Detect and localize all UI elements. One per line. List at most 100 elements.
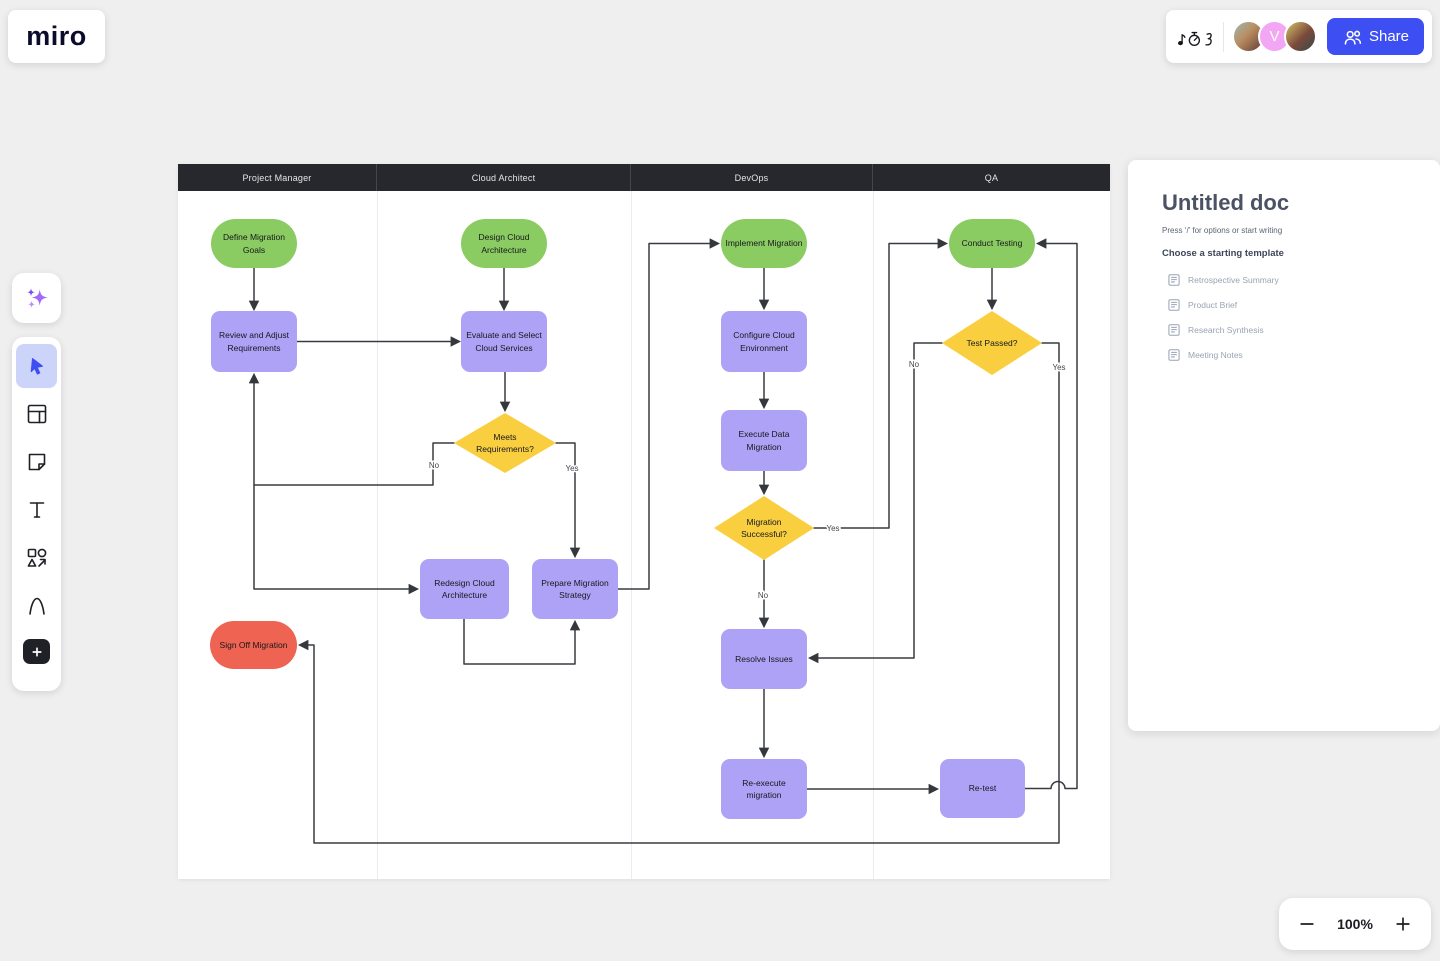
flow-node-configure-environment[interactable]: Configure Cloud Environment [721,311,807,372]
flow-node-design-architecture[interactable]: Design Cloud Architecture [461,219,547,268]
edge-retest-to-conduct[interactable] [1024,238,1078,790]
doc-panel: Untitled doc Press ‘/’ for options or st… [1128,160,1440,731]
flowchart-board: Project Manager Cloud Architect DevOps Q… [178,164,1110,879]
lane-divider [873,191,874,879]
flow-node-retest[interactable]: Re-test [940,759,1025,818]
edge-prepare-to-implement[interactable] [617,238,721,590]
edge-label-yes: Yes [826,524,839,533]
node-label: Migration Successful? [741,516,787,539]
edge-redesign-to-prepare[interactable] [463,618,581,665]
edge-label-yes: Yes [565,464,578,473]
text-tool[interactable] [16,488,57,532]
flow-node-redesign-architecture[interactable]: Redesign Cloud Architecture [420,559,509,619]
frame-layout-icon [27,404,46,424]
document-icon [1168,298,1180,311]
edge-testpassed-no-to-resolve[interactable] [807,342,943,664]
flow-node-define-goals[interactable]: Define Migration Goals [211,219,297,268]
template-label: Research Synthesis [1188,324,1264,335]
edge-review-to-redesign[interactable] [253,484,420,595]
select-tool[interactable] [16,344,57,388]
template-label: Product Brief [1188,299,1238,310]
pen-tool[interactable] [16,584,57,628]
lane-header-qa[interactable]: QA [873,164,1110,191]
edge-meets-yes-to-prepare[interactable] [555,442,581,559]
doc-title[interactable]: Untitled doc [1162,190,1290,215]
people-icon [1344,30,1362,45]
flow-node-reexecute-migration[interactable]: Re-execute migration [721,759,807,819]
edge-label-no: No [429,461,440,470]
edge-testpassed-yes-to-signoff[interactable] [297,342,1060,844]
lane-label: Cloud Architect [471,172,536,183]
node-label: Evaluate and Select Cloud Services [466,330,542,353]
flow-node-resolve-issues[interactable]: Resolve Issues [721,629,807,689]
miro-logo[interactable]: miro [8,10,105,63]
flow-node-review-requirements[interactable]: Review and Adjust Requirements [211,311,297,372]
frames-tool[interactable] [16,392,57,436]
node-label: Redesign Cloud Architecture [434,577,495,600]
share-button[interactable]: Share [1326,18,1424,55]
ai-assistant-button[interactable] [12,273,61,323]
node-label: Prepare Migration Strategy [541,577,609,600]
node-label: Conduct Testing [961,238,1023,249]
zoom-level[interactable]: 100% [1337,916,1373,932]
doodle-music-timer-icon[interactable] [1176,16,1219,58]
lane-label: QA [984,172,999,183]
avatar-initial: V [1269,28,1280,45]
edge-label-no: No [909,360,920,369]
flow-node-sign-off[interactable]: Sign Off Migration [210,621,297,669]
node-label: Re-test [968,783,997,794]
node-label: Configure Cloud Environment [733,330,795,353]
node-label: Execute Data Migration [738,429,790,452]
edge-migration-yes-to-conduct[interactable] [813,238,949,529]
lane-header-project-manager[interactable]: Project Manager [178,164,377,191]
flow-node-conduct-testing[interactable]: Conduct Testing [949,219,1035,268]
template-label: Meeting Notes [1188,349,1243,360]
lane-label: Project Manager [242,172,312,183]
zoom-control: 100% [1279,898,1431,950]
node-label: Implement Migration [725,238,803,249]
sticky-note-tool[interactable] [16,440,57,484]
doc-hint: Press ‘/’ for options or start writing [1162,226,1283,235]
collaborator-avatar-3[interactable] [1283,20,1317,53]
sticky-note-icon [28,453,45,471]
flow-node-prepare-strategy[interactable]: Prepare Migration Strategy [532,559,618,619]
templates-heading: Choose a starting template [1162,248,1284,259]
lane-header-devops[interactable]: DevOps [631,164,873,191]
flow-node-implement-migration[interactable]: Implement Migration [721,219,807,268]
lane-label: DevOps [734,172,769,183]
divider [1223,21,1224,52]
plus-icon [1396,917,1410,931]
template-item-product-brief[interactable]: Product Brief [1168,292,1420,317]
node-label: Test Passed? [966,337,1018,348]
template-item-research-synthesis[interactable]: Research Synthesis [1168,317,1420,342]
plus-icon [31,646,42,657]
flow-node-execute-migration[interactable]: Execute Data Migration [721,410,807,471]
template-label: Retrospective Summary [1188,274,1279,285]
minus-icon [1300,923,1314,925]
zoom-out-button[interactable] [1293,910,1321,938]
sparkles-icon [26,288,48,308]
shapes-tool[interactable] [16,536,57,580]
edge-meets-no-to-review[interactable] [248,372,455,486]
node-label: Sign Off Migration [219,639,288,650]
arc-pen-icon [28,597,45,615]
edge-label-yes: Yes [1052,363,1065,372]
node-label: Design Cloud Architecture [478,232,530,255]
node-label: Review and Adjust Requirements [219,330,289,353]
node-label: Resolve Issues [735,653,793,664]
top-right-bar: V Share [1166,10,1432,63]
connector-layer: No Yes Yes No No Yes [248,238,1078,844]
node-label: Define Migration Goals [223,232,285,255]
zoom-in-button[interactable] [1389,910,1417,938]
add-tool-button[interactable] [23,639,50,664]
template-item-meeting-notes[interactable]: Meeting Notes [1168,342,1420,367]
lane-header-cloud-architect[interactable]: Cloud Architect [377,164,631,191]
lane-divider [377,191,378,879]
shapes-icon [27,548,46,567]
template-item-retrospective-summary[interactable]: Retrospective Summary [1168,267,1420,292]
node-label: Re-execute migration [742,777,786,800]
document-icon [1168,273,1180,286]
node-label: Meets Requirements? [476,431,534,454]
cursor-icon [30,358,43,375]
flow-node-evaluate-services[interactable]: Evaluate and Select Cloud Services [461,311,547,372]
